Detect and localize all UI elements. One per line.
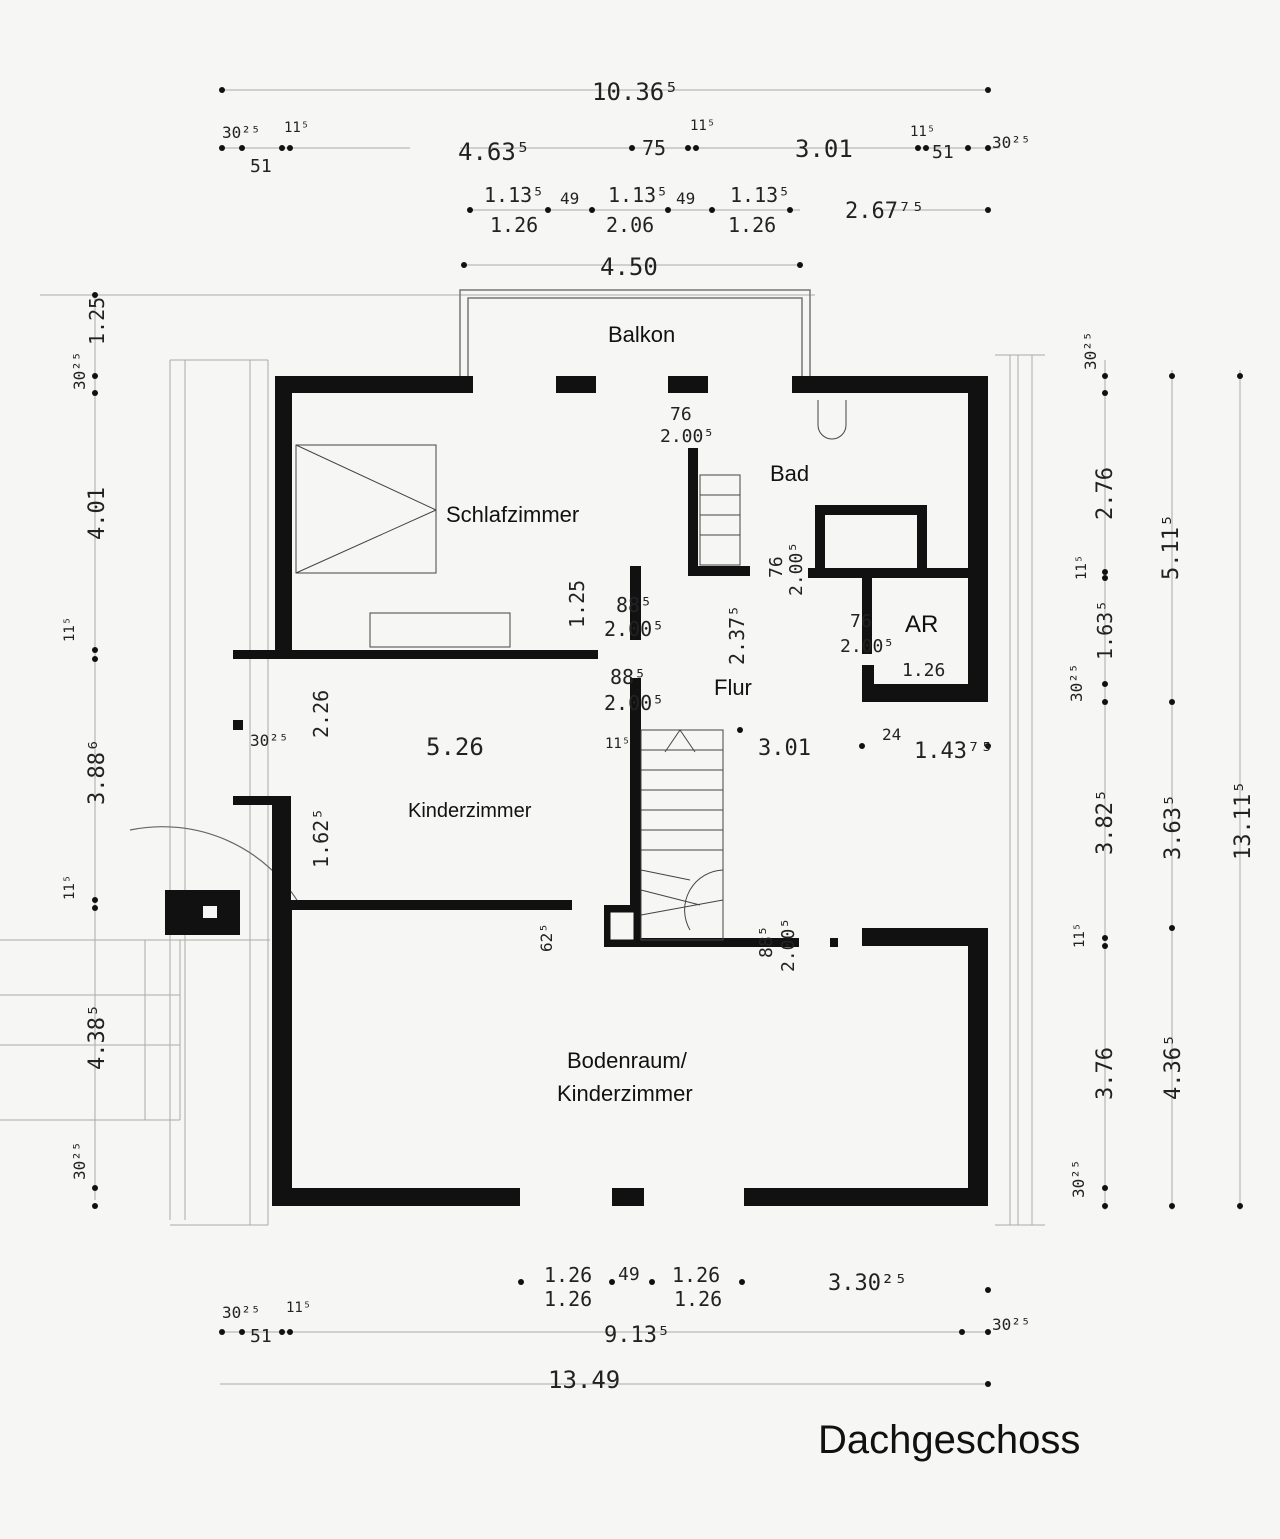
room-labels: Balkon Schlafzimmer Bad AR Flur Kinderzi… [408,322,938,1106]
dim-b126d: 1.26 [674,1287,722,1311]
dim-d226: 2.26 [309,690,333,738]
dim-r511: 5.11⁵ [1159,514,1184,580]
balcony-outline [459,289,811,378]
dim-r276: 2.76 [1093,467,1118,520]
room-bodenraum-line1: Bodenraum/ [567,1048,688,1073]
dim-l125: 1.25 [85,297,109,345]
room-ar: AR [905,611,938,638]
dim-d200a: 2.00⁵ [660,426,714,447]
dim-w2a: 1.13⁵ [608,183,668,207]
dim-d301: 3.01 [758,736,811,761]
room-bodenraum-line2: Kinderzimmer [557,1081,693,1106]
dim-r382: 3.82⁵ [1093,789,1118,855]
dim-d76a: 76 [670,404,692,425]
dim-d237: 2.37⁵ [725,605,749,665]
dim-b913: 9.13⁵ [604,1323,670,1348]
dim-l388: 3.88⁶ [85,739,110,805]
dim-r115b: 11⁵ [1072,923,1088,948]
dim-d200c: 2.00⁵ [840,636,894,657]
dim-w3a: 1.13⁵ [730,183,790,207]
dim-d88a: 88⁵ [616,593,652,617]
dim-l30a: 30²⁵ [70,351,89,390]
dim-d76c: 76 [850,611,872,632]
room-bad: Bad [770,461,809,486]
dim-l30b: 30²⁵ [70,1141,89,1180]
dim-d526: 5.26 [426,733,484,761]
staircase [295,400,847,941]
dim-b126b: 1.26 [544,1287,592,1311]
dim-w49a: 49 [560,189,579,208]
dim-d162: 1.62⁵ [309,808,333,868]
dim-b1349: 13.49 [548,1366,620,1394]
dim-top-75: 75 [642,136,666,160]
dim-b30: 30²⁵ [222,1303,261,1322]
room-balkon: Balkon [608,322,675,347]
vertical-dimension-labels: 30²⁵ 1.25 4.01 11⁵ 3.88⁶ 11⁵ 4.38⁵ 30²⁵ … [62,297,1256,1198]
dim-d125: 1.25 [565,580,589,628]
dim-d88b: 88⁵ [610,665,646,689]
dim-d126: 1.26 [902,660,945,681]
dim-top-463: 4.63⁵ [458,138,530,166]
dim-d200d: 2.00⁵ [604,617,664,641]
dim-d30k: 30²⁵ [250,731,289,750]
dim-b30r: 30²⁵ [992,1315,1031,1334]
dim-top-301: 3.01 [795,135,853,163]
dim-l401: 4.01 [85,487,110,540]
dim-r376: 3.76 [1093,1047,1118,1100]
dim-w2b: 2.06 [606,213,654,237]
dim-w450: 4.50 [600,253,658,281]
dim-d1437: 1.43⁷⁵ [914,739,993,764]
dim-w1b: 1.26 [490,213,538,237]
dim-top-r51: 51 [932,142,954,163]
dim-r115a: 11⁵ [1074,555,1090,580]
dimension-labels: 10.36⁵ 30²⁵ 11⁵ 51 4.63⁵ 75 11⁵ 3.01 11⁵… [222,78,1031,1394]
dim-r163: 1.63⁵ [1093,600,1117,660]
hatch-opening [609,911,635,941]
room-schlafzimmer: Schlafzimmer [446,502,579,527]
dim-w2677: 2.67⁷⁵ [845,199,924,224]
dim-r30c: 30²⁵ [1069,1159,1088,1198]
dim-b3302: 3.30²⁵ [828,1271,907,1296]
dim-b115: 11⁵ [286,1300,311,1316]
dim-w49b: 49 [676,189,695,208]
dim-top-l115: 11⁵ [284,120,309,136]
plan-title: Dachgeschoss [818,1418,1081,1462]
dim-d200f: 2.00⁵ [778,918,799,972]
dim-d200b: 2.00⁵ [786,542,807,596]
dim-b49: 49 [618,1264,640,1285]
dim-d625: 62⁵ [537,923,556,952]
dim-top-l51: 51 [250,156,272,177]
dim-d115: 11⁵ [605,736,630,752]
room-kinderzimmer: Kinderzimmer [408,800,532,822]
construction-lines [0,89,1241,1385]
dim-d88c: 88⁵ [756,925,777,958]
dim-l438: 4.38⁵ [85,1004,110,1070]
dim-top-l30: 30²⁵ [222,123,261,142]
dim-top-total: 10.36⁵ [592,78,679,106]
dim-b126c: 1.26 [672,1263,720,1287]
dim-top-r115: 11⁵ [910,124,935,140]
dim-b126a: 1.26 [544,1263,592,1287]
dim-r363: 3.63⁵ [1161,794,1186,860]
dim-l115a: 11⁵ [62,617,78,642]
dim-w1a: 1.13⁵ [484,183,544,207]
dim-r436: 4.36⁵ [1161,1034,1186,1100]
dim-r1311: 13.11⁵ [1231,781,1256,860]
dim-top-115b: 11⁵ [690,118,715,134]
dim-d76b: 76 [766,556,787,578]
dim-b51: 51 [250,1326,272,1347]
dim-d24: 24 [882,725,901,744]
dim-r30a: 30²⁵ [1081,331,1100,370]
dim-r30b: 30²⁵ [1067,663,1086,702]
dim-d200e: 2.00⁵ [604,691,664,715]
room-flur: Flur [714,675,752,700]
walls [233,376,988,1206]
chimney [165,890,240,935]
dim-l115b: 11⁵ [62,875,78,900]
dim-top-r30: 30²⁵ [992,133,1031,152]
dimension-dots [92,87,1243,1387]
dim-w3b: 1.26 [728,213,776,237]
